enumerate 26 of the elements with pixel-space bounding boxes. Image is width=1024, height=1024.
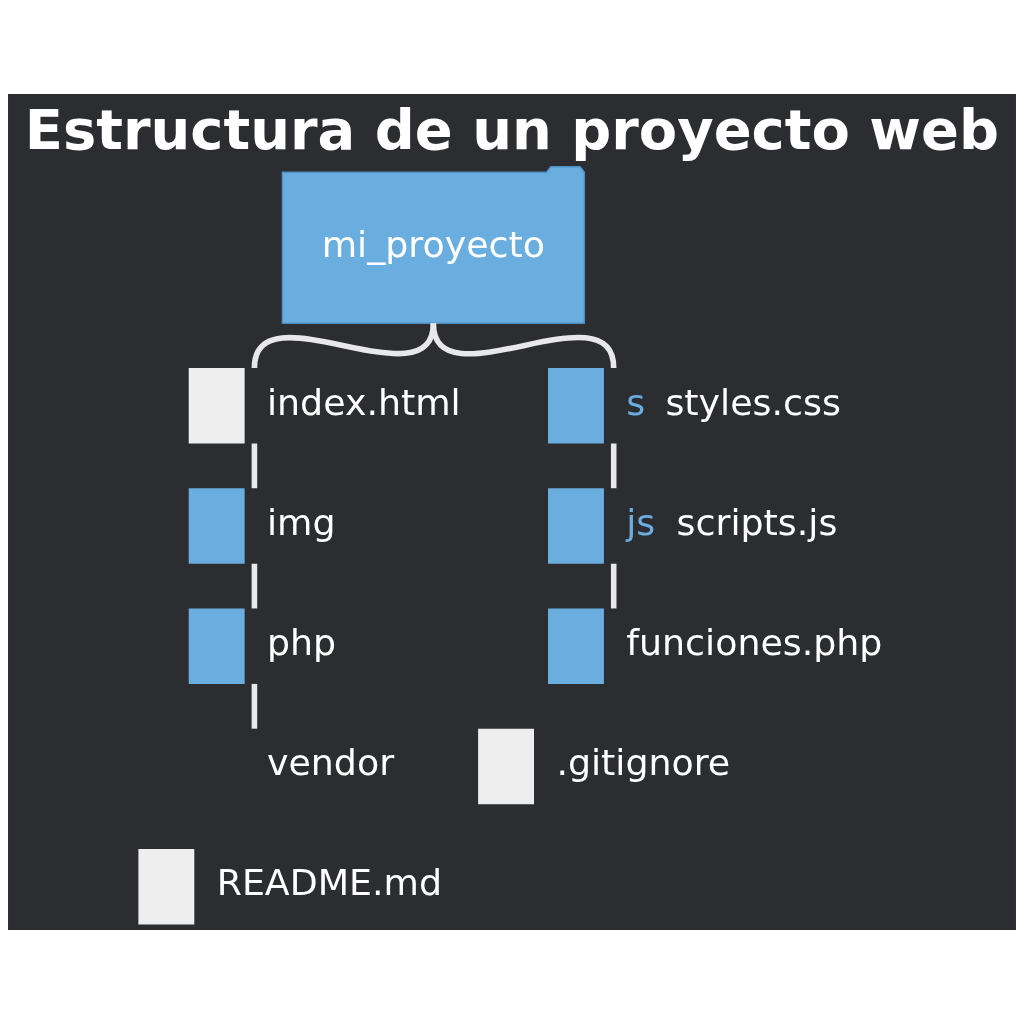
- connector: [430, 322, 617, 369]
- node-label: README.md: [216, 861, 442, 905]
- node-box: [188, 368, 245, 444]
- connector: [251, 683, 258, 729]
- node-label: s: [626, 380, 646, 424]
- node-label: img: [267, 500, 336, 544]
- connector: [610, 443, 617, 489]
- diagram-title: Estructura de un proyecto web: [24, 96, 999, 162]
- node-label: scripts.js: [676, 500, 838, 544]
- connector: [251, 563, 258, 609]
- node-box: [548, 488, 604, 564]
- node-box: [478, 728, 534, 805]
- connector: [610, 563, 617, 609]
- node-box: [188, 488, 245, 564]
- node-box: [138, 848, 195, 925]
- node-text: vendor: [267, 741, 395, 785]
- node-box: [188, 608, 245, 684]
- node-label: php: [267, 621, 337, 665]
- node-box: [548, 608, 604, 684]
- node-label: .gitignore: [556, 741, 731, 785]
- node-label: js: [626, 500, 656, 544]
- node-label: index.html: [267, 380, 461, 424]
- node-box: [548, 368, 604, 444]
- node-label: styles.css: [665, 380, 841, 424]
- connector: [251, 443, 258, 489]
- node-label: funciones.php: [626, 621, 883, 665]
